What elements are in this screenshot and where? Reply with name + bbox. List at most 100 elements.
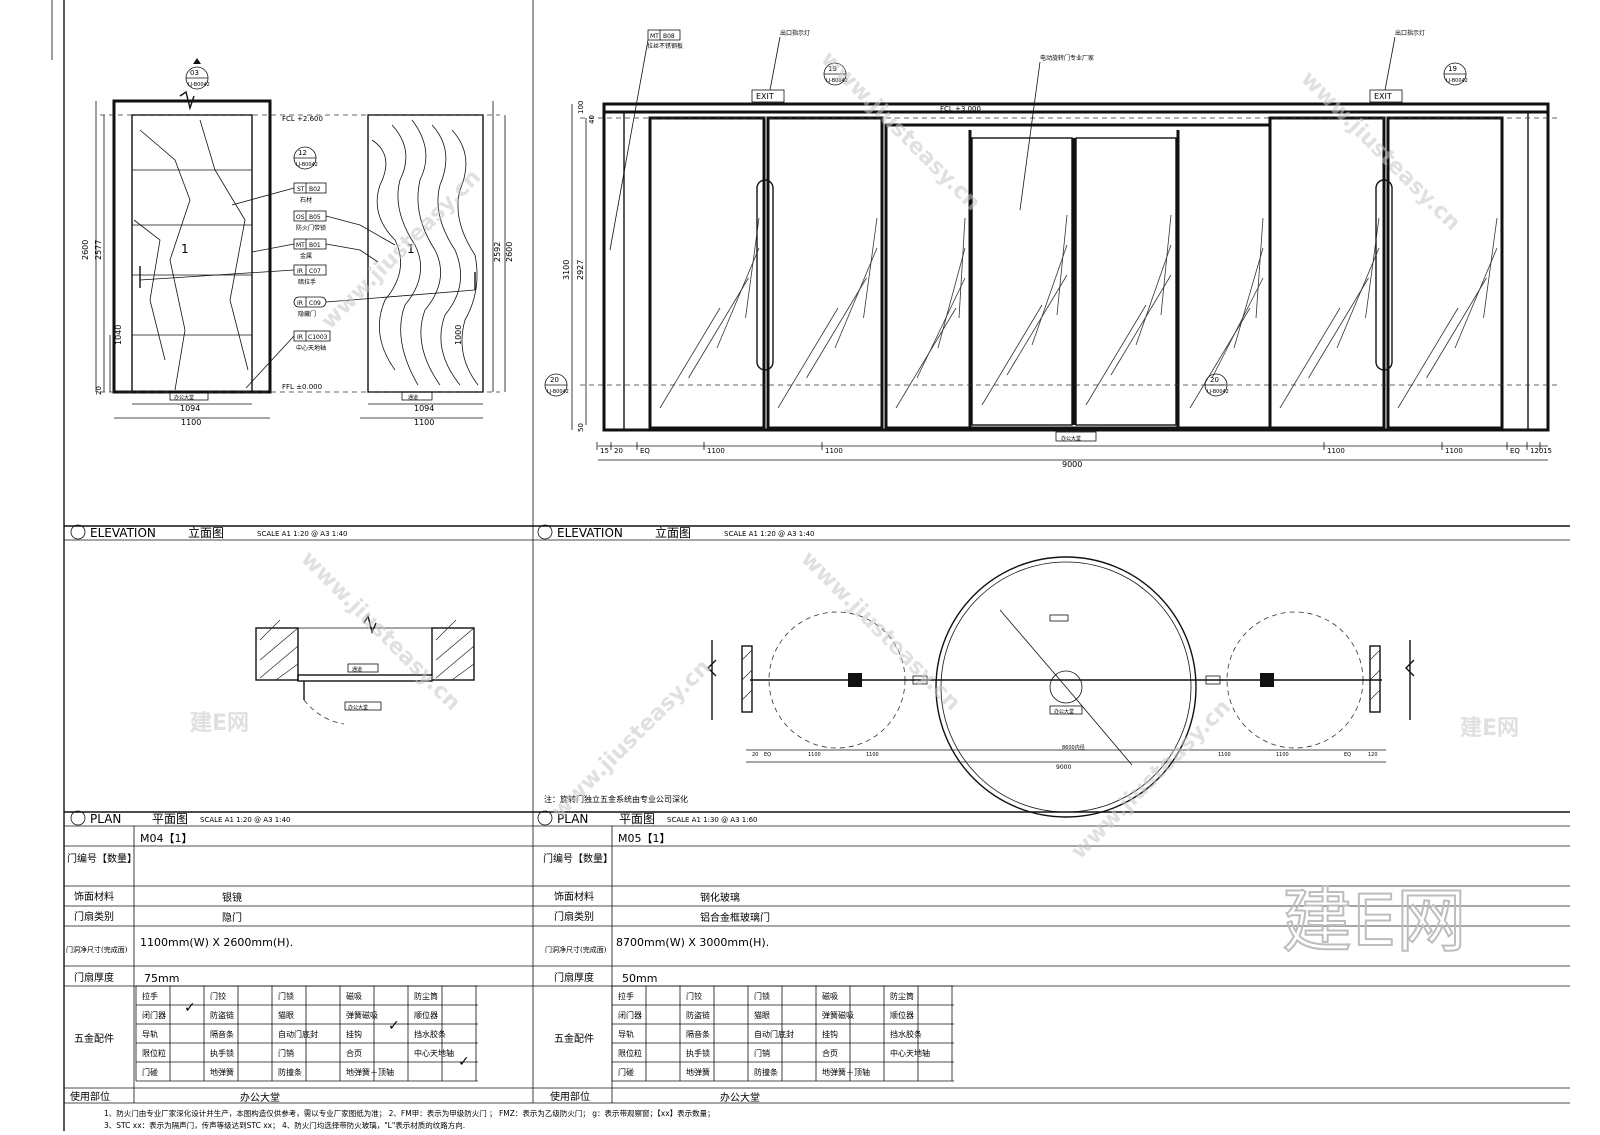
level-bottom: FFL ±0.000 <box>282 383 322 391</box>
leaf-type: 铝合金框玻璃门 <box>700 911 770 924</box>
hardware-item: 闭门器 <box>142 1010 166 1020</box>
location: 办公大堂 <box>720 1091 760 1104</box>
dim-label: 120 <box>1530 447 1543 455</box>
tag-code: MT <box>650 33 659 40</box>
dim-top: 100 <box>577 101 585 114</box>
tag-num: C09 <box>309 300 321 307</box>
hardware-item: 挂钩 <box>346 1029 362 1039</box>
title-cn: 平面图 <box>152 812 188 826</box>
dim-overall: 9000 <box>1062 460 1082 469</box>
tag-code: IR <box>297 334 303 341</box>
dim-label: 1100 <box>866 752 879 758</box>
dim-label: 1100 <box>825 447 843 455</box>
watermark-text: www.jiusteasy.cn <box>816 47 985 216</box>
glass-line <box>895 307 957 409</box>
glass-line <box>834 247 878 349</box>
hardware-item: 防撞条 <box>754 1067 778 1077</box>
dim-clear-height-right: 2592 <box>493 242 502 262</box>
door-no: M05【1】 <box>618 832 671 845</box>
glass-line <box>1031 244 1068 346</box>
leaf-mark: 1 <box>181 242 189 256</box>
watermark-logo: 建E网 <box>1282 880 1466 962</box>
label-leaf-type: 门扇类别 <box>74 910 114 923</box>
tag-code: OS <box>296 214 305 221</box>
hardware-item: 地弹簧 <box>686 1067 710 1077</box>
glass-line <box>1211 277 1264 379</box>
note: 出口指示灯 <box>780 29 810 37</box>
hardware-item: 防尘筒 <box>890 991 914 1001</box>
callout-num: 19 <box>828 65 837 73</box>
hardware-item: 隔音条 <box>686 1029 710 1039</box>
label-size: 门洞净尺寸(完成面) <box>66 945 128 954</box>
hardware-item: 猫眼 <box>278 1010 294 1020</box>
hardware-item: 执手锁 <box>686 1048 710 1058</box>
dim-inner: 8600内径 <box>1062 744 1085 751</box>
dim-width-right: 1100 <box>414 418 434 427</box>
elevation-right: FCL +3.000 EXIT EXIT 19 LJ-B0042 19 LJ-B… <box>544 29 1560 469</box>
finish: 银镜 <box>222 891 242 904</box>
hardware-item: 磁吸 <box>346 991 362 1001</box>
glass-line <box>1189 307 1251 409</box>
label-leaf-type: 门扇类别 <box>554 910 594 923</box>
dim-label: 1100 <box>808 752 821 758</box>
label-hardware: 五金配件 <box>554 1032 594 1045</box>
room-label: 办公大堂 <box>1054 708 1074 715</box>
dim-label: 15 <box>600 447 609 455</box>
dim-label: 15 <box>1543 447 1552 455</box>
tag-num: C1003 <box>308 334 328 341</box>
hardware-item: 门碰 <box>618 1067 634 1077</box>
hardware-item: 隔音条 <box>210 1029 234 1039</box>
size: 1100mm(W) X 2600mm(H). <box>140 936 293 949</box>
hardware-item: 中心天地轴 <box>890 1048 930 1058</box>
title-scale: SCALE A1 1:20 @ A3 1:40 <box>257 530 348 538</box>
glass-line <box>777 307 839 409</box>
hardware-item: 执手锁 <box>210 1048 234 1058</box>
label-door-no: 门编号【数量】 <box>67 852 137 865</box>
note: 出口指示灯 <box>1395 29 1425 37</box>
title-scale: SCALE A1 1:20 @ A3 1:40 <box>724 530 815 538</box>
elevation-left: 1 1 FCL +2.600 FFL ±0.000 03 LJ-B0042 12… <box>81 58 514 427</box>
title-cn: 立面图 <box>655 525 691 540</box>
tag-num: B05 <box>309 214 321 221</box>
dim-height: 3100 <box>562 260 571 280</box>
callout-ref: LJ-B0042 <box>188 82 210 88</box>
door-no: M04【1】 <box>140 832 193 845</box>
hardware-item: 自动门底封 <box>754 1029 794 1039</box>
hardware-item: 地弹簧＋顶轴 <box>822 1067 870 1077</box>
tag-num: B02 <box>309 186 321 193</box>
glass-line <box>1160 214 1172 316</box>
dim-label: 1100 <box>1218 752 1231 758</box>
glass-line <box>1308 277 1369 379</box>
callout-ref: LJ-B0042 <box>547 389 569 395</box>
check-mark: ✓ <box>458 1054 470 1070</box>
exit-sign: EXIT <box>756 92 774 101</box>
glass-line <box>1085 304 1147 406</box>
footnote: 1、防火门由专业厂家深化设计并生产，本图构造仅供参考，需以专业厂家图纸为准； 2… <box>104 1108 715 1118</box>
dim-width: 1100 <box>181 418 201 427</box>
room-label: 办公大堂 <box>348 704 368 711</box>
dim-label: EQ <box>640 447 650 455</box>
tag-code: MT <box>296 242 305 249</box>
hardware-item: 顺位器 <box>414 1010 438 1020</box>
watermark-text: www.jiusteasy.cn <box>796 547 965 716</box>
label-size: 门洞净尺寸(完成面) <box>545 945 607 954</box>
callout-ref: LJ-B0042 <box>1207 389 1229 395</box>
door-schedule: 拉手门铰门锁磁吸防尘筒闭门器防盗链猫眼弹簧磁吸顺位器导轨隔音条自动门底封挂钩挡水… <box>64 826 1570 1130</box>
dim-overall: 9000 <box>1056 764 1071 771</box>
tag-num: B01 <box>309 242 321 249</box>
hardware-item: 挡水胶条 <box>890 1029 922 1039</box>
tag-code: ST <box>297 186 305 193</box>
watermark-small: 建E网 <box>190 711 249 736</box>
title-scale: SCALE A1 1:30 @ A3 1:60 <box>667 816 758 824</box>
glass-line <box>1110 274 1172 376</box>
size: 8700mm(W) X 3000mm(H). <box>616 936 769 949</box>
title-cn: 平面图 <box>619 812 655 826</box>
plan-left: 通道 办公大堂 <box>255 614 475 725</box>
callout-num: 20 <box>550 376 559 384</box>
note: 电动旋转门专业厂家 <box>1040 54 1094 62</box>
dim-top-2: 40 <box>588 115 596 124</box>
check-mark: ✓ <box>388 1018 400 1034</box>
room-label: 办公大堂 <box>174 394 194 401</box>
dim-label: 1100 <box>1327 447 1345 455</box>
